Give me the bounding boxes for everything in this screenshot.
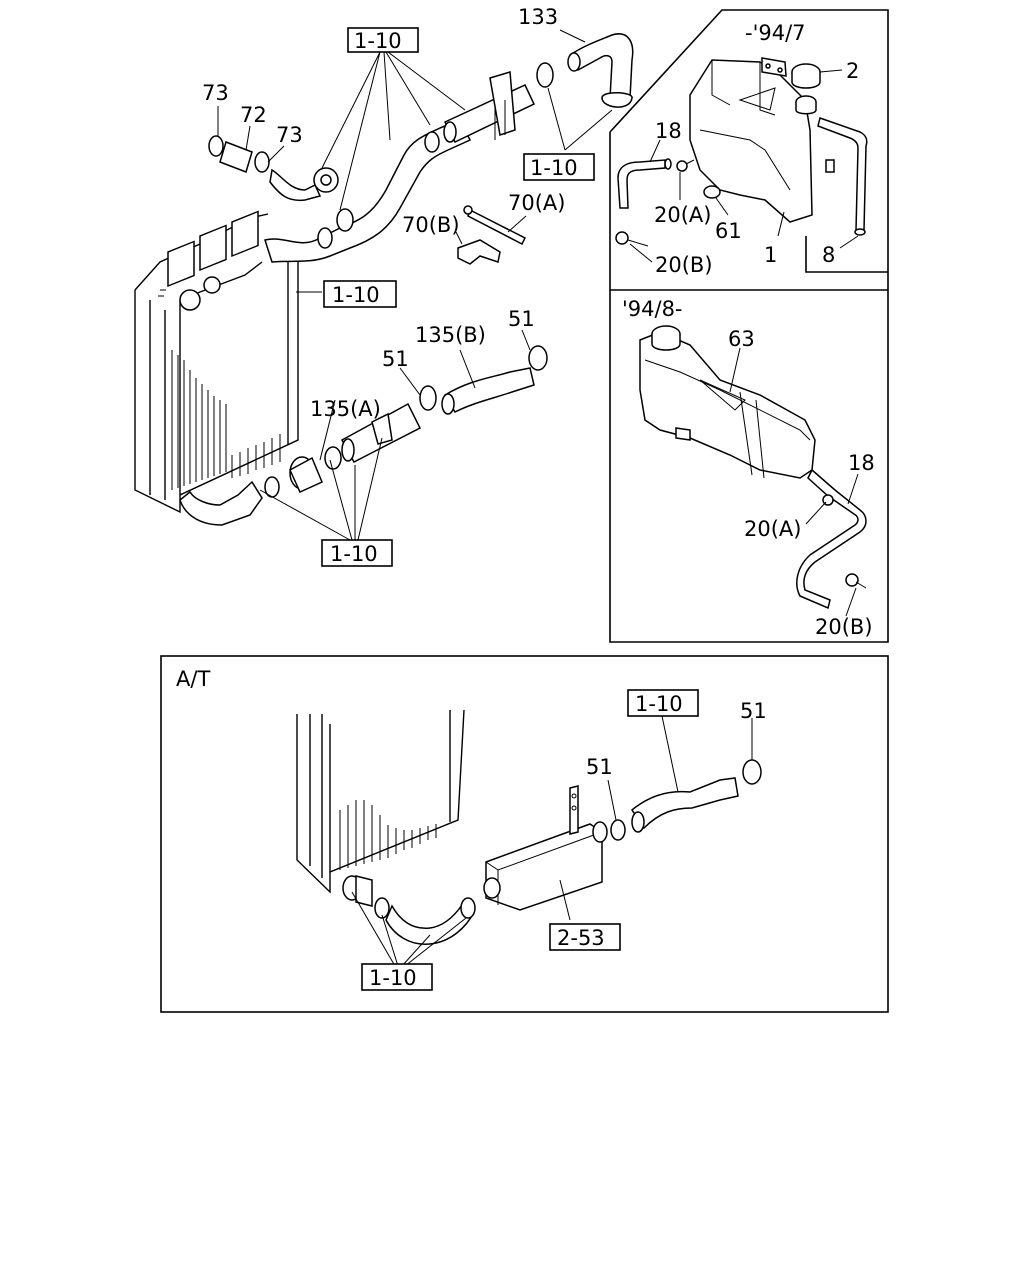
at-callout-ref-bottom: 1-10	[361, 963, 433, 991]
callout-ref-bottom: 1-10	[321, 539, 393, 567]
label-135a: 135(A)	[310, 397, 381, 421]
label-at-ref-cooler: 2-53	[557, 926, 605, 950]
leader-lines-early	[629, 69, 859, 263]
label-ref-bottom: 1-10	[330, 542, 378, 566]
label-73b: 73	[276, 123, 303, 147]
label-51a: 51	[508, 307, 535, 331]
radiator-fins	[171, 350, 299, 496]
label-18-late: 18	[848, 451, 875, 475]
label-20a-early: 20(A)	[654, 203, 711, 227]
label-61: 61	[715, 219, 742, 243]
reservoir-late	[639, 325, 867, 610]
label-at-title: A/T	[176, 667, 210, 691]
at-cooler-hoses	[342, 759, 762, 945]
hose-133	[567, 33, 634, 108]
label-20b-late: 20(B)	[815, 615, 873, 639]
leader-lines-main	[217, 29, 613, 541]
label-at-51a: 51	[740, 699, 767, 723]
inset-frame	[609, 9, 889, 643]
label-72: 72	[240, 103, 267, 127]
label-135b: 135(B)	[415, 323, 486, 347]
label-at-ref-bottom: 1-10	[369, 966, 417, 990]
label-1: 1	[764, 243, 777, 267]
label-period-late: '94/8-	[622, 297, 683, 321]
at-callout-ref-top: 1-10	[627, 689, 699, 717]
label-at-51b: 51	[586, 755, 613, 779]
leader-lines-at	[351, 715, 753, 967]
label-133: 133	[518, 5, 558, 29]
callout-ref-mid-right: 1-10	[523, 153, 595, 181]
brackets-70	[457, 205, 527, 265]
reservoir-early	[615, 57, 868, 247]
label-20b-early: 20(B)	[655, 253, 713, 277]
label-8: 8	[822, 243, 835, 267]
at-radiator	[296, 709, 465, 894]
at-callout-ref-cooler: 2-53	[549, 923, 621, 951]
radiator-assembly	[134, 210, 299, 514]
label-20a-late: 20(A)	[744, 517, 801, 541]
leader-lines-late	[729, 347, 859, 617]
bypass-hose-group	[208, 135, 339, 202]
label-period-early: -'94/7	[745, 21, 806, 45]
callout-ref-top: 1-10	[347, 27, 419, 53]
label-2: 2	[846, 59, 859, 83]
label-70b: 70(B)	[402, 213, 460, 237]
at-section-frame	[160, 655, 889, 1013]
label-73a: 73	[202, 81, 229, 105]
label-ref-top: 1-10	[354, 29, 402, 53]
label-18-early: 18	[655, 119, 682, 143]
upper-radiator-hose	[264, 62, 554, 263]
label-ref-mid-right: 1-10	[530, 156, 578, 180]
lower-radiator-hose	[179, 345, 548, 526]
label-63: 63	[728, 327, 755, 351]
label-ref-left: 1-10	[332, 283, 380, 307]
label-51b: 51	[382, 347, 409, 371]
label-70a: 70(A)	[508, 191, 565, 215]
callout-ref-left: 1-10	[323, 280, 397, 308]
label-at-ref-top: 1-10	[635, 692, 683, 716]
